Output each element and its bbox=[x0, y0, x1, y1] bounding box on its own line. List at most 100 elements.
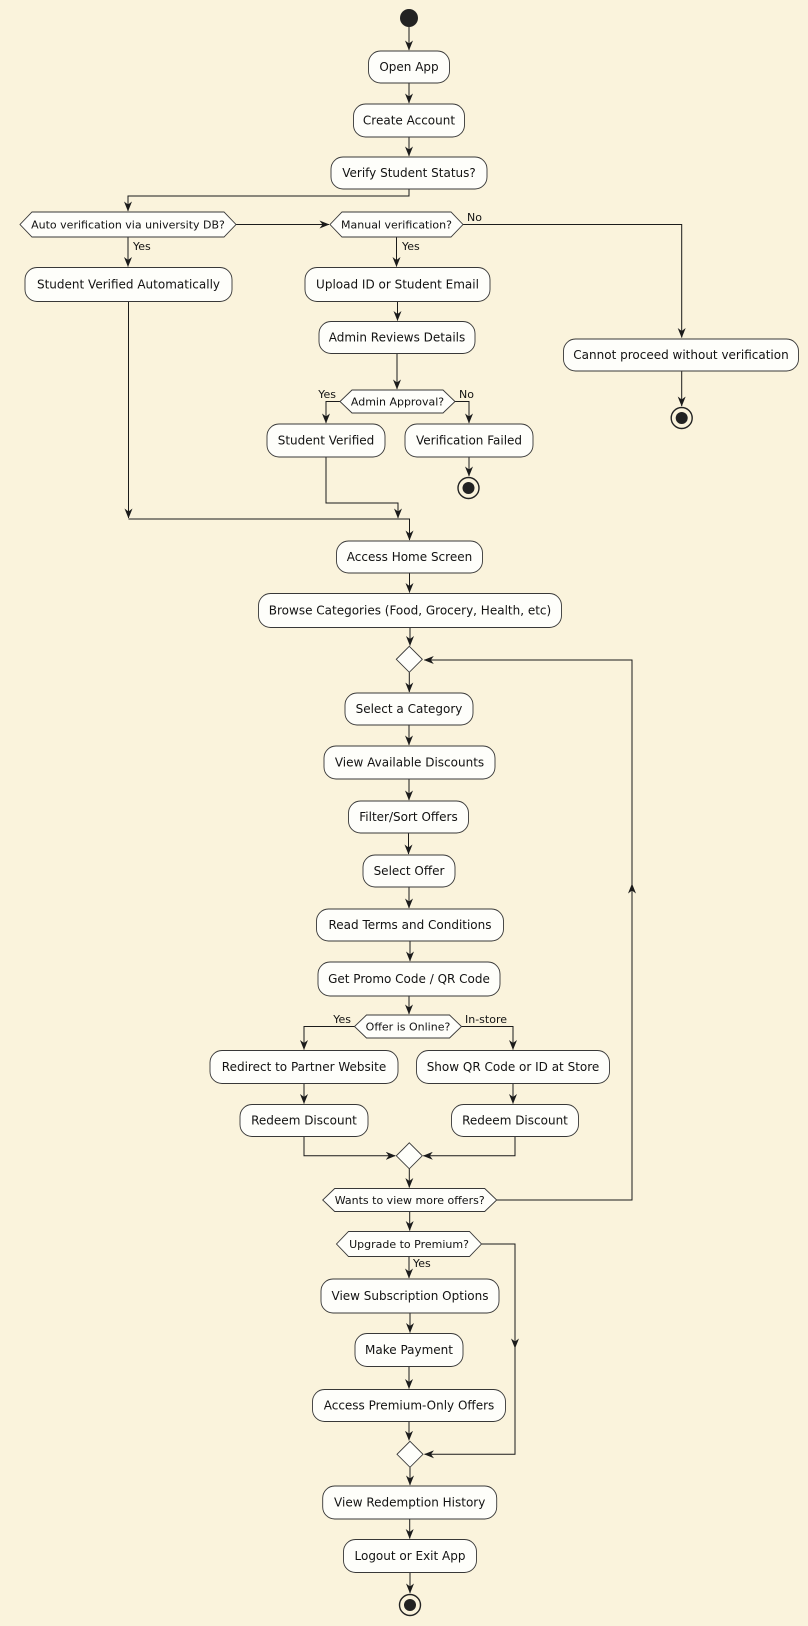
edge-labels: Yes Yes No Yes No Yes In-store Yes bbox=[132, 211, 507, 1270]
node-shape bbox=[316, 908, 504, 942]
end-node-verification-failed bbox=[457, 476, 480, 500]
node-open-app-label: Open App bbox=[379, 60, 438, 74]
node-view-subscription-options: View Subscription Options bbox=[320, 1278, 500, 1314]
merge-diamond-2 bbox=[395, 1142, 423, 1170]
node-view-available-discounts-label: View Available Discounts bbox=[335, 756, 484, 770]
end-dot bbox=[675, 412, 688, 424]
node-admin-reviews-details-label: Admin Reviews Details bbox=[329, 331, 466, 345]
decision-wants-more-offers: Wants to view more offers? bbox=[322, 1188, 498, 1212]
node-upload-id-or-email-label: Upload ID or Student Email bbox=[316, 278, 479, 292]
label-online-instore: In-store bbox=[465, 1013, 507, 1026]
end-node-cannot-proceed bbox=[670, 406, 693, 430]
node-student-verified: Student Verified bbox=[266, 423, 386, 458]
node-redeem-discount-instore: Redeem Discount bbox=[451, 1104, 579, 1137]
label-approval-yes: Yes bbox=[317, 388, 336, 401]
edges bbox=[124, 27, 686, 1594]
end-node-final bbox=[398, 1593, 422, 1617]
node-shape bbox=[563, 338, 799, 372]
node-upload-id-or-email: Upload ID or Student Email bbox=[304, 267, 491, 302]
label-online-yes: Yes bbox=[332, 1013, 351, 1026]
node-view-available-discounts: View Available Discounts bbox=[323, 745, 496, 780]
node-read-terms-label: Read Terms and Conditions bbox=[328, 918, 491, 932]
node-show-qr-code: Show QR Code or ID at Store bbox=[416, 1050, 610, 1084]
end-dot bbox=[404, 1599, 416, 1611]
node-logout-or-exit: Logout or Exit App bbox=[343, 1539, 477, 1573]
decision-manual-verification-label: Manual verification? bbox=[341, 218, 452, 231]
node-view-redemption-history-label: View Redemption History bbox=[334, 1496, 485, 1510]
start-node bbox=[400, 9, 418, 27]
decision-auto-verification: Auto verification via university DB? bbox=[19, 211, 237, 238]
node-shape bbox=[344, 692, 474, 726]
end-dot bbox=[462, 482, 475, 494]
node-shape bbox=[317, 961, 501, 997]
node-shape bbox=[354, 1333, 464, 1367]
node-shape bbox=[322, 1188, 498, 1212]
node-shape bbox=[24, 267, 233, 302]
node-make-payment-label: Make Payment bbox=[365, 1343, 453, 1357]
node-cannot-proceed-label: Cannot proceed without verification bbox=[573, 348, 788, 362]
node-view-subscription-options-label: View Subscription Options bbox=[332, 1289, 489, 1303]
node-shape bbox=[304, 267, 491, 302]
node-get-promo-code: Get Promo Code / QR Code bbox=[317, 961, 501, 997]
node-shape bbox=[312, 1389, 506, 1422]
node-logout-or-exit-label: Logout or Exit App bbox=[355, 1549, 466, 1563]
node-shape bbox=[404, 423, 534, 458]
label-premium-yes: Yes bbox=[412, 1257, 431, 1270]
decision-upgrade-to-premium: Upgrade to Premium? bbox=[335, 1231, 483, 1257]
label-manual-yes: Yes bbox=[401, 240, 420, 253]
end-ring bbox=[398, 1593, 422, 1617]
node-shape bbox=[353, 1014, 463, 1039]
node-get-promo-code-label: Get Promo Code / QR Code bbox=[328, 972, 490, 986]
label-auto-yes: Yes bbox=[132, 240, 151, 253]
node-shape bbox=[318, 321, 476, 354]
node-shape bbox=[416, 1050, 610, 1084]
label-approval-no: No bbox=[459, 388, 474, 401]
edge-merge-to-access-home bbox=[128, 518, 414, 541]
node-read-terms: Read Terms and Conditions bbox=[316, 908, 504, 942]
end-ring bbox=[457, 476, 480, 500]
node-shape bbox=[320, 1278, 500, 1314]
node-browse-categories-label: Browse Categories (Food, Grocery, Health… bbox=[269, 604, 551, 618]
merge-diamond-3 bbox=[396, 1440, 424, 1468]
edge-upgrade-no-bypass-down bbox=[481, 1243, 519, 1349]
node-admin-reviews-details: Admin Reviews Details bbox=[318, 321, 476, 354]
node-student-verified-label: Student Verified bbox=[278, 434, 375, 448]
node-shape bbox=[336, 540, 483, 574]
label-manual-no: No bbox=[467, 211, 482, 224]
edge-redeem-left-to-merge-diamond-2 bbox=[303, 1136, 396, 1160]
node-shape bbox=[266, 423, 386, 458]
node-verify-student-status: Verify Student Status? bbox=[330, 156, 488, 190]
node-browse-categories: Browse Categories (Food, Grocery, Health… bbox=[258, 593, 562, 628]
node-shape bbox=[335, 1231, 483, 1257]
node-redirect-partner: Redirect to Partner Website bbox=[209, 1050, 399, 1084]
edge-online-instore-to-show-qr bbox=[461, 1026, 517, 1050]
node-make-payment: Make Payment bbox=[354, 1333, 464, 1367]
node-show-qr-code-label: Show QR Code or ID at Store bbox=[427, 1060, 600, 1074]
node-filter-sort-offers-label: Filter/Sort Offers bbox=[359, 810, 457, 824]
node-view-redemption-history: View Redemption History bbox=[322, 1485, 498, 1520]
node-verify-student-status-label: Verify Student Status? bbox=[342, 166, 476, 180]
decision-upgrade-to-premium-label: Upgrade to Premium? bbox=[349, 1238, 469, 1251]
node-access-home-screen-label: Access Home Screen bbox=[347, 550, 472, 564]
edge-approval-yes-to-student-verified bbox=[322, 401, 340, 424]
edge-online-yes-to-redirect-partner bbox=[300, 1026, 355, 1050]
node-select-a-category-label: Select a Category bbox=[356, 702, 463, 716]
edge-approval-no-to-verification-failed bbox=[455, 401, 473, 424]
edge-loop-to-merge-diamond-1 bbox=[423, 656, 633, 884]
node-verification-failed: Verification Failed bbox=[404, 423, 534, 458]
node-shape bbox=[451, 1104, 579, 1137]
edge-verify-to-auto-verification bbox=[124, 189, 410, 212]
node-open-app: Open App bbox=[368, 50, 450, 84]
node-shape bbox=[330, 156, 488, 190]
decision-admin-approval-label: Admin Approval? bbox=[351, 395, 444, 408]
node-shape bbox=[239, 1104, 369, 1137]
node-access-premium-offers-label: Access Premium-Only Offers bbox=[324, 1399, 495, 1413]
node-redeem-discount-online-label: Redeem Discount bbox=[251, 1114, 357, 1128]
node-select-offer: Select Offer bbox=[362, 854, 456, 888]
edge-redeem-right-to-merge-diamond-2 bbox=[422, 1136, 516, 1160]
node-shape bbox=[329, 211, 464, 238]
node-filter-sort-offers: Filter/Sort Offers bbox=[348, 800, 469, 834]
edge-student-verified-to-merge bbox=[325, 457, 402, 519]
node-redirect-partner-label: Redirect to Partner Website bbox=[222, 1060, 386, 1074]
